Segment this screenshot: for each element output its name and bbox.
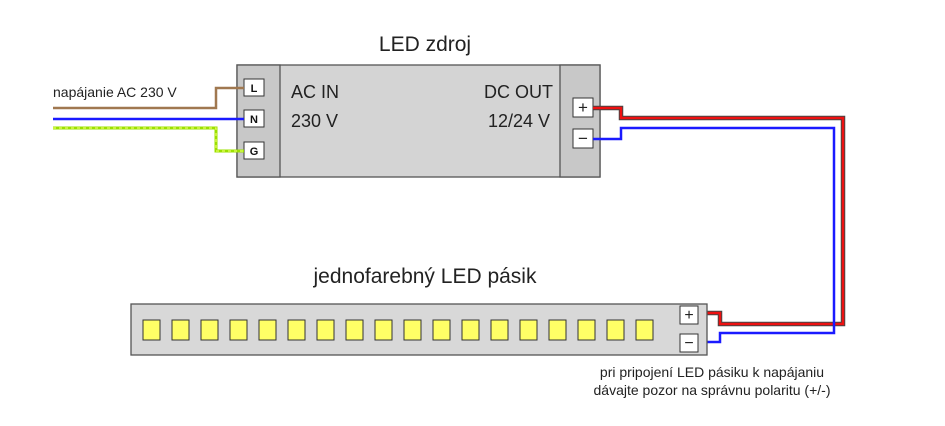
- output-terminal-block: [559, 64, 601, 178]
- led-segment: [635, 319, 654, 341]
- led-segment: [519, 319, 538, 341]
- strip-minus-terminal: [679, 333, 699, 353]
- led-segment: [432, 319, 451, 341]
- positive-wire: [593, 106, 845, 326]
- power-supply-housing: [236, 64, 601, 178]
- led-segment: [287, 319, 306, 341]
- output-minus-label: −: [578, 129, 588, 148]
- led-segment: [490, 319, 509, 341]
- terminal-neutral-label: N: [250, 114, 258, 126]
- mains-label: napájanie AC 230 V: [53, 84, 177, 100]
- terminal-ground-label: G: [250, 146, 259, 158]
- dc-out-label: DC OUT: [484, 82, 553, 102]
- led-segment: [142, 319, 161, 341]
- led-segment: [606, 319, 625, 341]
- ac-in-voltage: 230 V: [291, 111, 338, 131]
- led-segment: [229, 319, 248, 341]
- power-supply-title: LED zdroj: [379, 33, 471, 56]
- positive-wire-outline: [593, 105, 846, 327]
- polarity-note-line1: pri pripojení LED pásiku k napájaniu: [600, 364, 824, 380]
- strip-minus-label: −: [684, 335, 693, 352]
- output-plus-label: +: [578, 98, 588, 117]
- led-segment: [200, 319, 219, 341]
- led-strip: + −: [130, 303, 708, 356]
- live-wire: [53, 86, 244, 110]
- ac-in-label: AC IN: [291, 82, 339, 102]
- strip-plus-terminal: [679, 305, 699, 325]
- led-array: [142, 319, 654, 341]
- led-segment: [577, 319, 596, 341]
- led-segment: [316, 319, 335, 341]
- dc-out-voltage: 12/24 V: [488, 111, 550, 131]
- led-segment: [461, 319, 480, 341]
- terminal-live-label: L: [251, 83, 258, 95]
- strip-plus-label: +: [684, 307, 693, 324]
- led-segment: [548, 319, 567, 341]
- polarity-note-line2: dávajte pozor na správnu polaritu (+/-): [594, 382, 831, 398]
- led-segment: [171, 319, 190, 341]
- negative-wire: [593, 126, 836, 344]
- power-supply: AC IN 230 V DC OUT 12/24 V L N G + −: [236, 64, 601, 178]
- ground-wire: [53, 126, 244, 153]
- led-strip-title: jednofarebný LED pásik: [313, 265, 537, 288]
- led-segment: [345, 319, 364, 341]
- led-segment: [258, 319, 277, 341]
- led-segment: [403, 319, 422, 341]
- led-segment: [374, 319, 393, 341]
- dc-output-wires: [593, 105, 846, 344]
